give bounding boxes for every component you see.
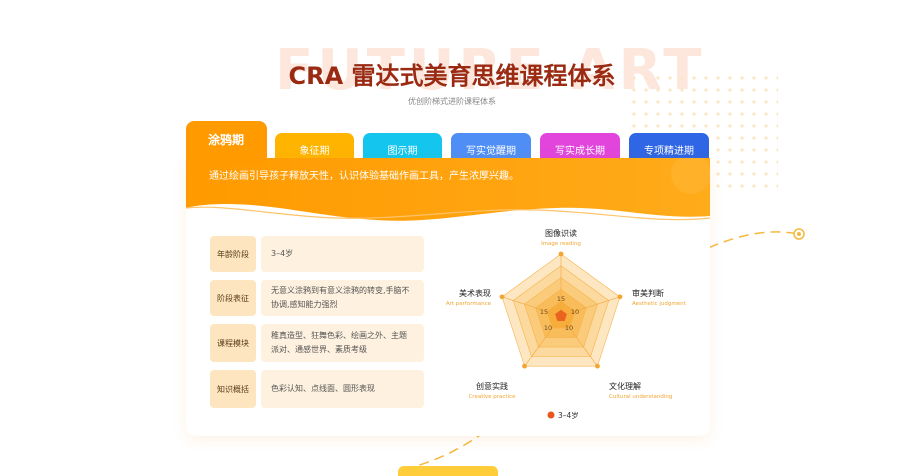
tab-label: 图示期 bbox=[387, 146, 418, 157]
row-label-knowledge: 知识概括 bbox=[210, 370, 256, 408]
tab-zhuanxiang[interactable]: 专项精进期 bbox=[629, 133, 709, 161]
banner-wave bbox=[186, 158, 710, 221]
banner-text: 通过绘画引导孩子释放天性，认识体验基础作画工具，产生浓厚兴趣。 bbox=[209, 171, 519, 182]
page-title: CRA 雷达式美育思维课程体系 bbox=[288, 62, 616, 90]
radar-axis-sublabel: Art performance bbox=[446, 301, 492, 307]
radar-axis-sublabel: Image reading bbox=[541, 241, 581, 247]
radar-series-area bbox=[555, 309, 567, 322]
radar-spoke bbox=[524, 315, 562, 367]
page-subtitle: 优创阶梯式进阶课程体系 bbox=[408, 97, 496, 106]
radar-axis-label: 创意实践 bbox=[476, 381, 508, 391]
radar-tick-label: 10 bbox=[571, 308, 579, 316]
tab-label: 象征期 bbox=[299, 146, 330, 157]
tab-label: 写实成长期 bbox=[555, 146, 605, 157]
row-value-knowledge: 色彩认知、点线面、圆形表现 bbox=[261, 370, 424, 408]
radar-tick-label: 15 bbox=[540, 308, 548, 316]
radar-tick-label: 10 bbox=[565, 324, 573, 332]
tab-label: 涂鸦期 bbox=[208, 133, 245, 147]
row-label-stage: 阶段表征 bbox=[210, 280, 256, 316]
tab-label: 写实觉醒期 bbox=[466, 146, 516, 157]
row-label-age: 年龄阶段 bbox=[210, 236, 256, 272]
radar-axis-label: 文化理解 bbox=[609, 381, 641, 391]
radar-spoke bbox=[560, 296, 621, 317]
radar-vertex bbox=[522, 363, 527, 369]
radar-axis-sublabel: Cultural understanding bbox=[609, 394, 672, 400]
tab-xieshi-chengzhang[interactable]: 写实成长期 bbox=[540, 133, 620, 161]
legend-swatch-icon bbox=[547, 411, 555, 419]
radar-vertex bbox=[617, 294, 623, 300]
tab-xieshi-juexing[interactable]: 写实觉醒期 bbox=[451, 133, 531, 161]
tab-tuya[interactable]: 涂鸦期 bbox=[186, 121, 267, 165]
radar-vertex bbox=[595, 363, 600, 369]
radar-vertex bbox=[499, 294, 505, 300]
tab-label: 专项精进期 bbox=[644, 146, 694, 157]
radar-axis-sublabel: Aesthetic judgment bbox=[632, 301, 687, 307]
radar-tick-label: 10 bbox=[544, 324, 552, 332]
legend-label: 3–4岁 bbox=[558, 410, 579, 420]
radar-vertex bbox=[558, 251, 564, 257]
row-label-module: 课程模块 bbox=[210, 324, 256, 362]
radar-tick-label: 15 bbox=[557, 295, 565, 303]
banner-circle-icon bbox=[671, 158, 710, 194]
row-value-stage: 无意义涂鸦到有意义涂鸦的转变,手脑不协调,感知能力强烈 bbox=[261, 280, 424, 316]
row-value-age: 3–4岁 bbox=[261, 236, 424, 272]
radar-spoke bbox=[560, 315, 598, 367]
tab-xiangzheng[interactable]: 象征期 bbox=[275, 133, 354, 161]
radar-axis-label: 美术表现 bbox=[459, 288, 491, 298]
radar-spoke bbox=[501, 296, 562, 317]
more-button[interactable] bbox=[398, 466, 498, 476]
row-value-module: 稚真造型、狂舞色彩、绘画之外、主题派对、通感世界、素质考级 bbox=[261, 324, 424, 362]
radar-axis-sublabel: Creative practice bbox=[468, 394, 516, 400]
stage-card: 通过绘画引导孩子释放天性，认识体验基础作画工具，产生浓厚兴趣。 年龄阶段 3–4… bbox=[186, 158, 710, 436]
tab-tushi[interactable]: 图示期 bbox=[363, 133, 442, 161]
radar-axis-label: 图像识读 bbox=[545, 228, 577, 238]
radar-axis-label: 审美判断 bbox=[632, 288, 664, 298]
